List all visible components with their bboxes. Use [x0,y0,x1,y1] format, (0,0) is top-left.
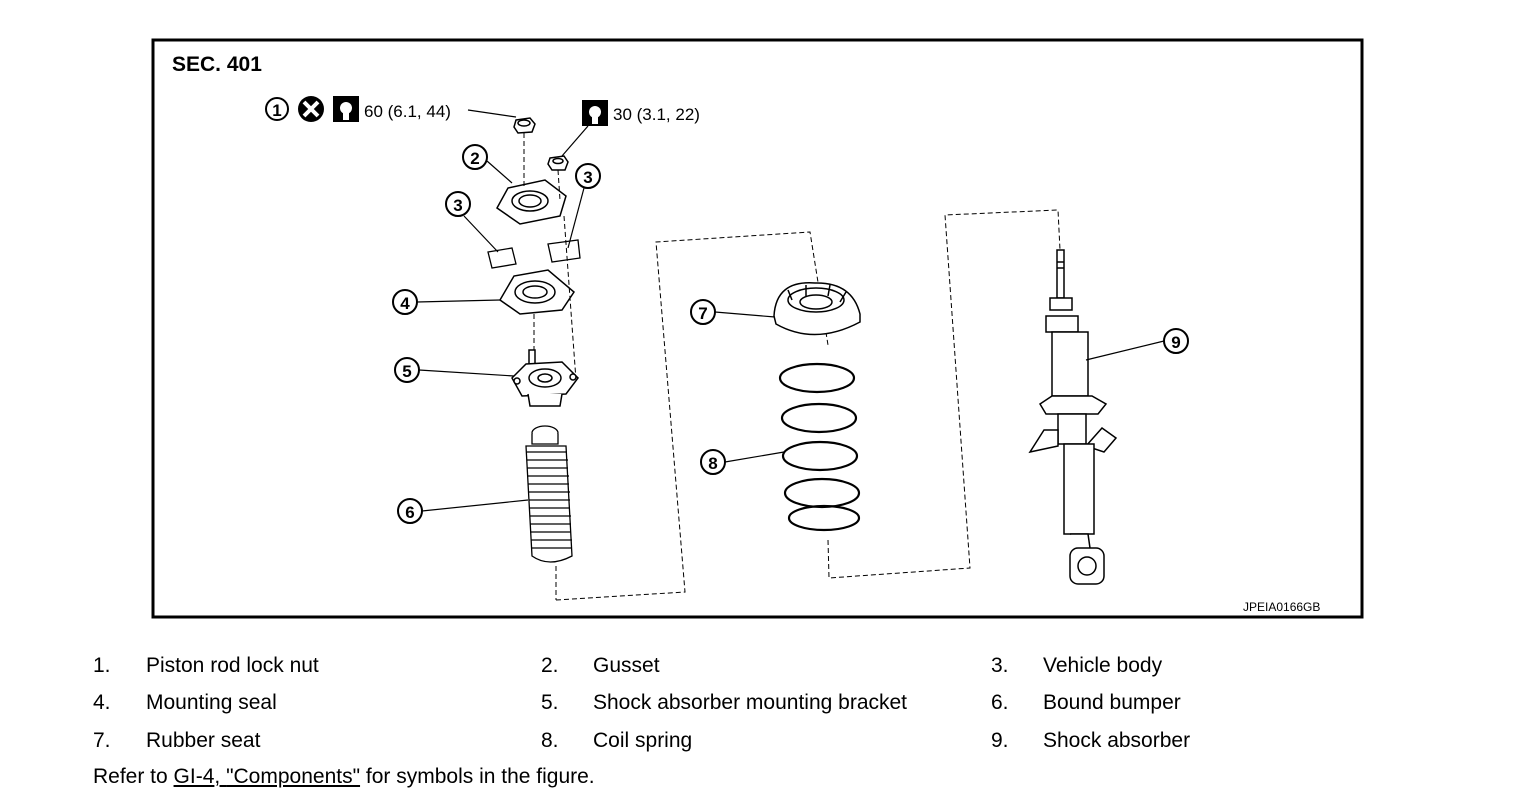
callout-3-right: 3 [567,163,601,249]
section-label: SEC. 401 [172,53,262,76]
legend-num: 3. [991,654,1009,677]
assembly-guide-lines [523,133,1061,601]
svg-text:7: 7 [698,304,707,323]
legend-label: Mounting seal [146,691,277,714]
legend-num: 6. [991,691,1009,714]
svg-text:5: 5 [402,362,411,381]
callout-5: 5 [394,357,515,383]
callout-7: 7 [690,299,776,325]
piston-rod-lock-nut [513,117,536,134]
legend-label: Shock absorber mounting bracket [593,691,908,714]
legend-num: 7. [93,729,111,752]
legend-num: 4. [93,691,111,714]
gusset [496,179,567,225]
do-not-reuse-icon [298,96,324,122]
svg-text:1: 1 [272,101,281,120]
reference-note: Refer to GI-4, "Components" for symbols … [93,765,595,789]
reference-prefix: Refer to [93,765,174,788]
reference-suffix: for symbols in the figure. [360,765,595,788]
callout-6: 6 [397,498,529,524]
svg-text:3: 3 [453,196,462,215]
legend-num: 1. [93,654,111,677]
mounting-nut [547,155,569,171]
figure-code: JPEIA0166GB [1243,600,1320,614]
svg-text:6: 6 [405,503,414,522]
callout-1: 1 [265,97,289,121]
gi-4-link[interactable]: GI-4, "Components" [174,765,361,788]
callout-8: 8 [700,449,785,475]
legend-num: 2. [541,654,559,677]
vehicle-body [487,239,581,269]
callout-2: 2 [462,144,513,184]
mounting-seal [499,269,575,315]
diagram-frame [151,38,1364,619]
svg-text:4: 4 [400,294,410,313]
shock-absorber-mounting-bracket [511,349,579,407]
bound-bumper [525,425,573,563]
svg-text:3: 3 [583,168,592,187]
callout-4: 4 [392,289,501,315]
legend-label: Gusset [593,654,660,677]
svg-text:2: 2 [470,149,479,168]
shock-absorber [1028,249,1118,585]
legend-label: Piston rod lock nut [146,654,319,677]
legend-num: 5. [541,691,559,714]
callout-9: 9 [1085,328,1189,361]
legend-num: 9. [991,729,1009,752]
legend-label: Shock absorber [1043,729,1191,752]
link-sep: , [214,765,227,788]
callout-3-left: 3 [445,191,499,253]
rubber-seat [773,282,861,336]
legend-num: 8. [541,729,559,752]
link-code: GI-4 [173,765,215,788]
svg-text:9: 9 [1171,333,1180,352]
torque-spec-1: 60 (6.1, 44) [364,102,451,121]
link-title: "Components" [226,765,361,788]
svg-text:8: 8 [708,454,717,473]
legend-label: Rubber seat [146,729,261,752]
exploded-view-diagram: SEC. 401 JPEIA0166GB 1 60 (6.1, 44) 30 (… [151,38,1364,619]
legend-label: Bound bumper [1043,691,1181,714]
torque-spec-2: 30 (3.1, 22) [613,105,700,124]
torque-wrench-icon [582,100,608,126]
legend-label: Coil spring [593,729,693,752]
coil-spring [778,362,861,532]
legend-label: Vehicle body [1043,654,1163,677]
torque-wrench-icon [333,96,359,122]
